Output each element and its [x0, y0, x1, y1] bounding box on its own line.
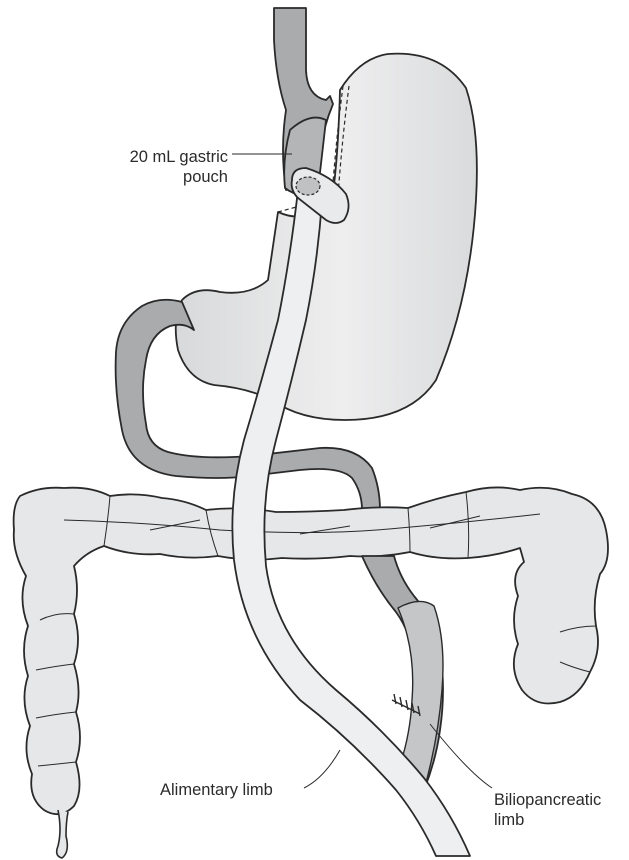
gastric-pouch-label: 20 mL gastric pouch: [108, 147, 228, 187]
appendix: [57, 810, 68, 858]
biliopancreatic-limb-label-line1: Biliopancreatic: [494, 790, 601, 810]
gastric-pouch-label-line1: 20 mL gastric: [108, 147, 228, 167]
gastric-pouch-label-line2: pouch: [108, 167, 228, 187]
biliopancreatic-limb-label-line2: limb: [494, 810, 601, 830]
alimentary-limb-label-text: Alimentary limb: [160, 780, 273, 800]
biliopancreatic-limb-label: Biliopancreatic limb: [494, 790, 601, 830]
alimentary-leader-line: [304, 750, 340, 788]
alimentary-limb-label: Alimentary limb: [160, 780, 273, 800]
anastomosis-stoma: [296, 177, 320, 195]
colon: [14, 487, 608, 814]
